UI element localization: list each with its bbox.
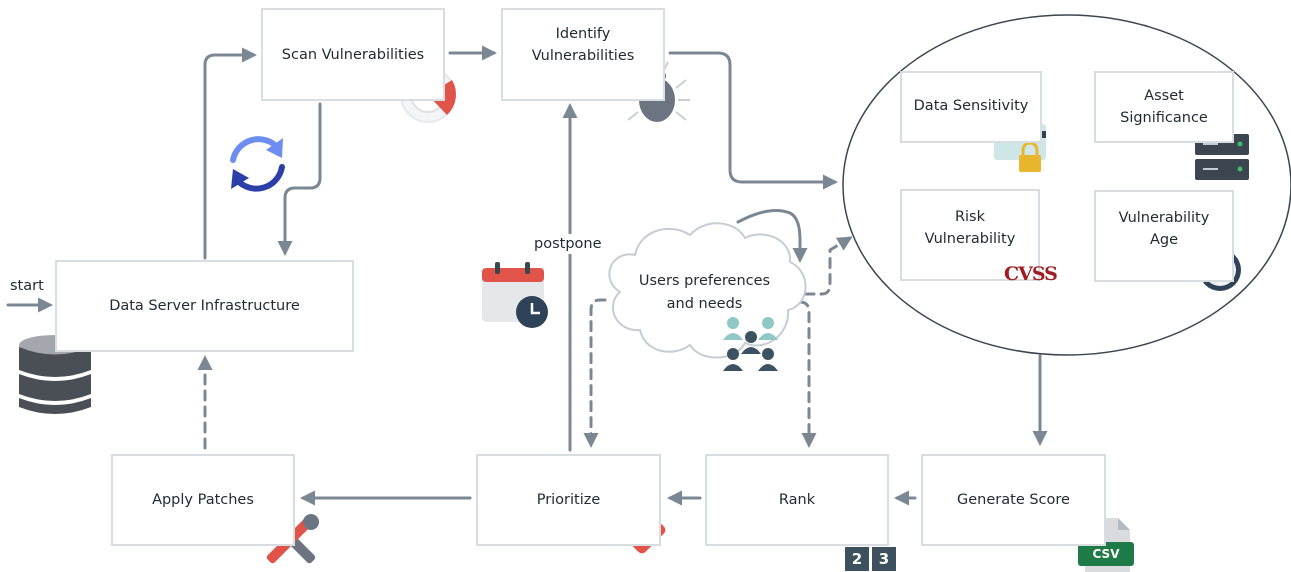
data-server-label: Data Server Infrastructure (109, 298, 300, 314)
cvss-logo: CVSS (1004, 263, 1058, 285)
arrow-scan-to-server (277, 102, 322, 256)
postpone-label: postpone (534, 234, 602, 254)
generate-label: Generate Score (957, 492, 1070, 508)
rank-label: Rank (778, 492, 816, 508)
arrow-preferences-to-criteria (803, 236, 853, 296)
risk-vulnerability-node: Risk Vulnerability (900, 189, 1040, 281)
data-sensitivity-node: Data Sensitivity (900, 71, 1042, 143)
age-label: Vulnerability Age (1118, 210, 1210, 248)
identify-label: Identify Vulnerabilities (531, 25, 635, 64)
identify-vulnerabilities-node: Identify Vulnerabilities (501, 8, 665, 101)
apply-patches-node: Apply Patches (111, 454, 295, 546)
csv-label: CSV (1092, 547, 1120, 561)
rank-3: 3 (878, 550, 890, 568)
arrow-identify-to-criteria (668, 51, 838, 190)
criteria-ellipse (842, 14, 1291, 356)
arrow-server-to-scan (203, 47, 257, 260)
preferences-cloud (608, 222, 807, 359)
prioritize-node: Prioritize (476, 454, 661, 546)
asset-significance-node: Asset Significance (1094, 71, 1234, 143)
rank-node: Rank (705, 454, 889, 546)
start-label: start (10, 278, 44, 294)
rank-2: 2 (851, 550, 863, 568)
sync-icon (230, 136, 285, 192)
calendar-clock-icon (482, 262, 548, 328)
apply-label: Apply Patches (152, 492, 254, 508)
scan-vulnerabilities-node: Scan Vulnerabilities (261, 8, 445, 101)
risk-label: Risk Vulnerability (924, 209, 1016, 247)
scan-label: Scan Vulnerabilities (281, 46, 425, 63)
arrow-preferences-to-rank (798, 300, 817, 448)
generate-score-node: Generate Score (921, 454, 1106, 546)
asset-label: Asset Significance (1120, 88, 1208, 126)
arrow-preferences-to-prioritize (583, 298, 607, 448)
vulnerability-age-node: Vulnerability Age (1094, 190, 1234, 282)
cloud-label: Users preferences and needs (638, 273, 771, 312)
arrow-preferences-curve (736, 209, 808, 263)
users-group-icon (723, 317, 778, 371)
data-server-node: Data Server Infrastructure (55, 260, 354, 352)
database-icon (19, 335, 91, 414)
rank-1: 1 (865, 522, 877, 540)
sensitivity-label: Data Sensitivity (913, 98, 1029, 114)
prioritize-label: Prioritize (536, 492, 601, 508)
